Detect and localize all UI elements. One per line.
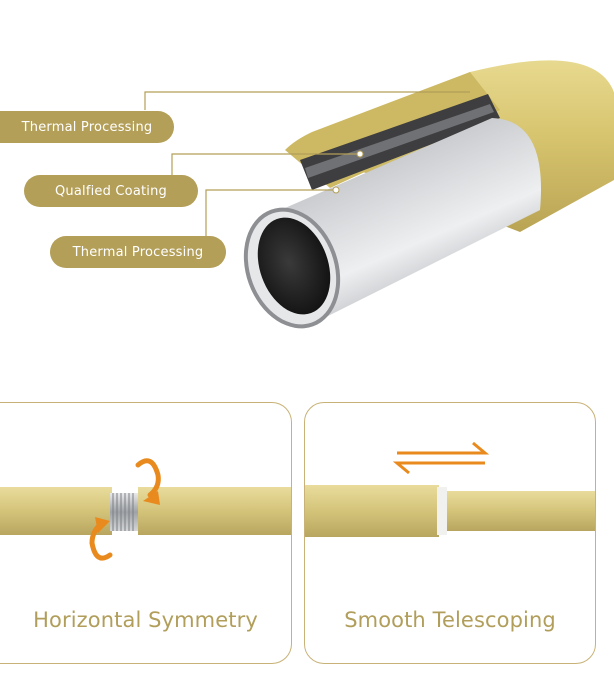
threaded-joint-illustration xyxy=(0,458,291,561)
feature-card-horizontal-symmetry: Horizontal Symmetry xyxy=(0,402,292,664)
rotate-arrows-icon xyxy=(89,458,161,561)
leader-line-1 xyxy=(144,91,470,110)
outer-rod xyxy=(305,485,439,537)
tube-end-hole xyxy=(257,217,331,315)
inner-rod xyxy=(447,491,595,531)
leader-dot-2 xyxy=(356,150,364,158)
feature-card-smooth-telescoping: Smooth Telescoping xyxy=(304,402,596,664)
coating-layer-highlight xyxy=(305,104,494,178)
slide-arrows-icon xyxy=(392,441,490,475)
rod-right xyxy=(138,487,291,535)
thread-section xyxy=(110,493,138,531)
leader-line-2 xyxy=(171,153,360,176)
callout-thermal-processing-1: Thermal Processing xyxy=(0,111,174,143)
feature-title-horizontal-symmetry: Horizontal Symmetry xyxy=(33,608,258,632)
leader-dot-3 xyxy=(332,186,340,194)
tube-cutaway-diagram xyxy=(144,60,614,329)
feature-title-smooth-telescoping: Smooth Telescoping xyxy=(344,608,556,632)
telescoping-rod-illustration xyxy=(305,441,595,537)
rod-left xyxy=(0,487,112,535)
thread-lines xyxy=(112,493,134,531)
sleeve-ring xyxy=(437,487,447,535)
leader-line-3 xyxy=(205,189,336,236)
callout-qualified-coating: Qualfied Coating xyxy=(24,175,198,207)
callout-thermal-processing-2: Thermal Processing xyxy=(50,236,226,268)
